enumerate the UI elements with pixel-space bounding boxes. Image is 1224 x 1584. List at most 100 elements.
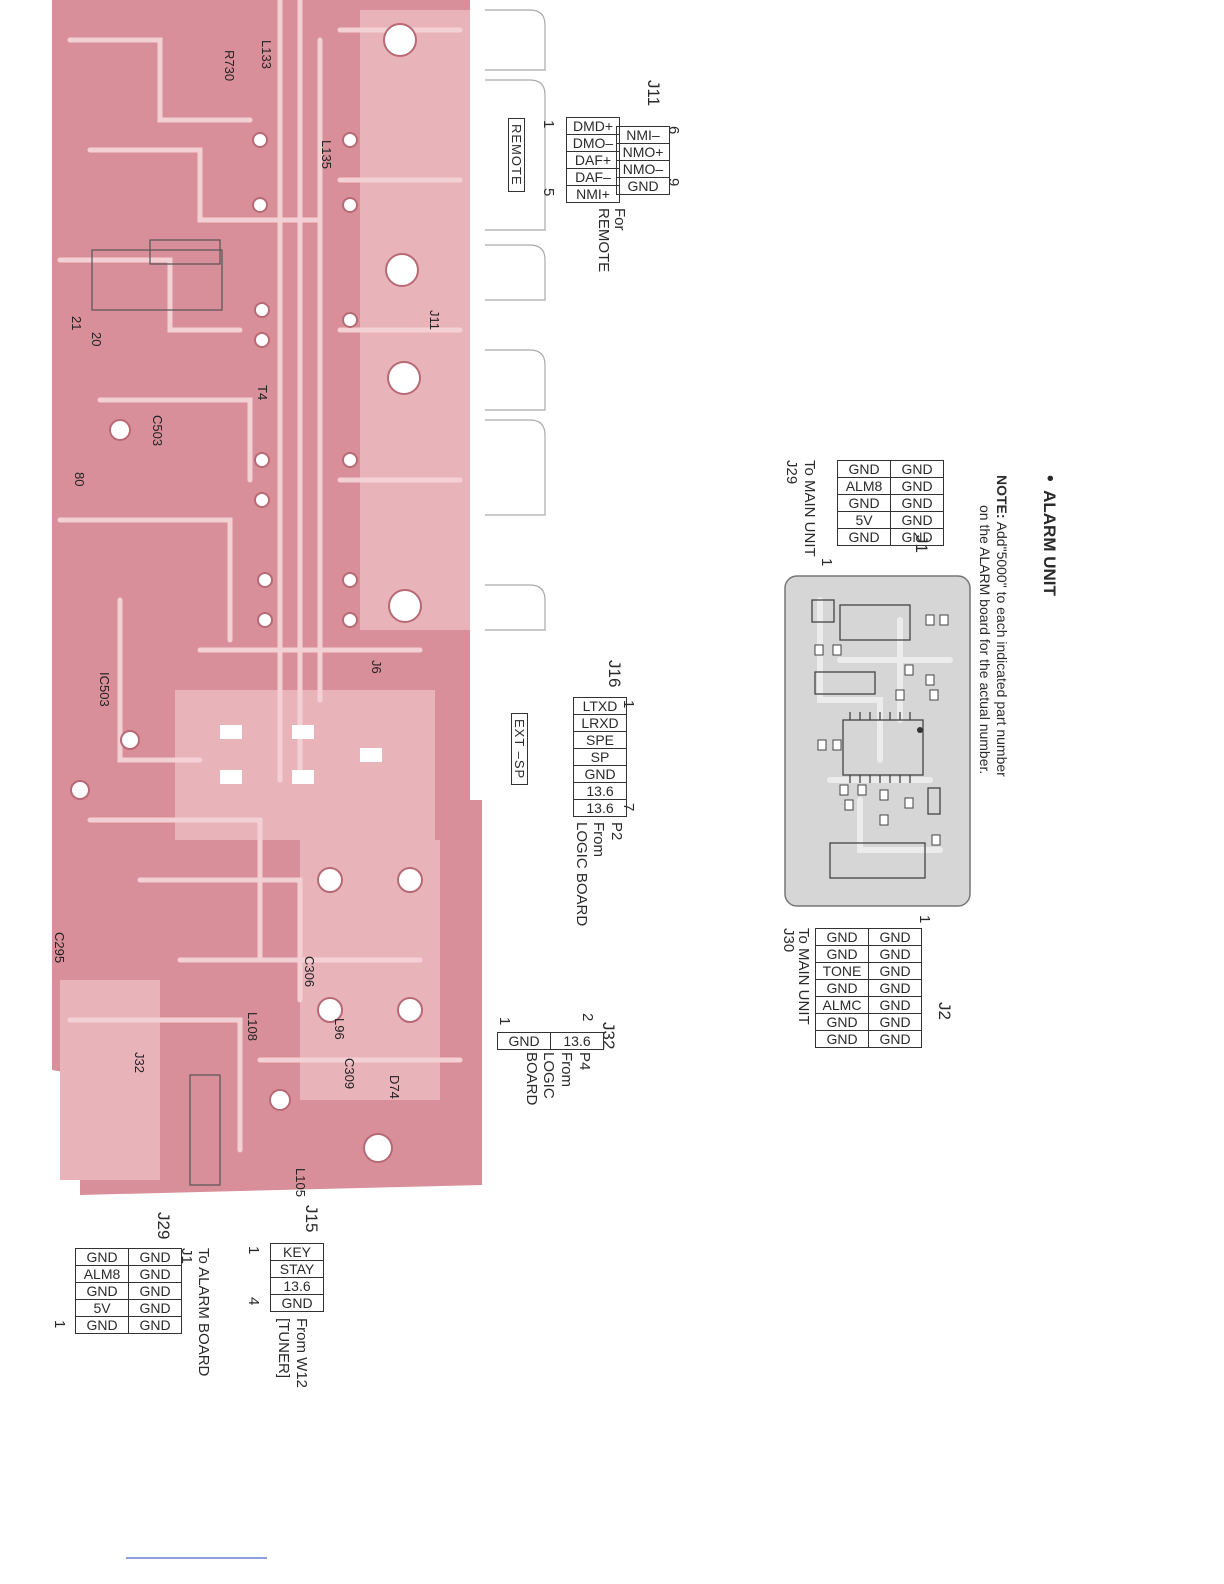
j32-caption-logic: LOGIC — [540, 1052, 557, 1099]
j1-pin-1: 1 — [818, 558, 835, 567]
note-label: NOTE: — [994, 475, 1010, 519]
pin-cell: NMO+ — [616, 143, 670, 161]
alarm-ic-dot — [917, 727, 923, 733]
pcb-label: C295 — [52, 932, 67, 963]
pin-cell: LTXD — [573, 697, 627, 715]
remote-tag: REMOTE — [508, 118, 525, 192]
pin-cell: SPE — [573, 731, 627, 749]
pcb-label: T4 — [255, 385, 270, 400]
j32-pin-1: 1 — [496, 1017, 513, 1026]
pin-cell: 13.6 — [573, 799, 627, 817]
j15-pin-1: 1 — [245, 1246, 262, 1255]
pin-cell: GND — [616, 177, 670, 195]
j2-caption-to-main: To MAIN UNIT — [795, 928, 812, 1025]
j29-caption-to-alarm: To ALARM BOARD — [195, 1248, 212, 1377]
pin-cell: 5V — [75, 1299, 129, 1317]
pcb-label: 20 — [89, 332, 104, 346]
pin-cell: GND — [890, 460, 944, 478]
pin-cell: GND — [837, 494, 891, 512]
pin-cell: NMO– — [616, 160, 670, 178]
pcb-label: 21 — [69, 316, 84, 330]
pin-cell: GND — [868, 928, 922, 946]
pin-cell: GND — [868, 945, 922, 963]
note-line-1: Add"5000" to each indicated part number — [994, 521, 1010, 777]
j32-caption-board: BOARD — [523, 1052, 540, 1106]
pcb-label: L108 — [245, 1012, 260, 1041]
note-block: NOTE: Add"5000" to each indicated part n… — [976, 475, 1010, 777]
pcb-square-pads — [220, 725, 382, 784]
pcb-label: D74 — [387, 1075, 402, 1099]
pcb-label: C309 — [342, 1058, 357, 1089]
pcb-label: J32 — [132, 1052, 147, 1073]
pin-cell: GND — [128, 1248, 182, 1266]
alarm-ic-pins — [849, 712, 911, 783]
pin-cell: GND — [815, 1030, 869, 1048]
j16-caption-p2: P2 — [608, 822, 625, 841]
pin-cell: GND — [75, 1316, 129, 1334]
connector-tabs — [485, 9, 546, 631]
j16-caption-logic-board: LOGIC BOARD — [573, 822, 590, 927]
j32-caption-p4: P4 — [576, 1052, 593, 1071]
pin-cell: GND — [868, 1030, 922, 1048]
pin-cell: ALM8 — [75, 1265, 129, 1283]
pcb-label: J11 — [427, 310, 442, 330]
j32-pin-2: 2 — [579, 1013, 596, 1022]
ext-sp-tag: EXT –SP — [511, 713, 528, 786]
j16-caption-from: From — [590, 822, 607, 857]
pin-cell: TONE — [815, 962, 869, 980]
j16-title: J16 — [605, 660, 624, 688]
pin-cell: DMD+ — [566, 117, 620, 135]
j11-pin-1: 1 — [540, 120, 557, 129]
j15-title: J15 — [302, 1205, 321, 1233]
pcb-label: R730 — [222, 50, 237, 81]
pin-cell: KEY — [270, 1243, 324, 1261]
pin-cell: NMI+ — [566, 185, 620, 203]
j32-pin-cell: GND — [497, 1032, 551, 1050]
pin-cell: STAY — [270, 1260, 324, 1278]
pin-cell: DAF– — [566, 168, 620, 186]
pcb-label: L105 — [293, 1168, 308, 1197]
alarm-smd-parts — [814, 614, 949, 846]
j15-caption-tuner: [TUNER] — [275, 1318, 292, 1378]
pcb-label: L96 — [332, 1018, 347, 1040]
j11-title: J11 — [644, 80, 663, 107]
pin-cell: GND — [573, 765, 627, 783]
pin-cell: 13.6 — [573, 782, 627, 800]
j2-pin-1: 1 — [916, 915, 933, 924]
alarm-board-parts — [811, 599, 941, 879]
pcb-label: C503 — [150, 415, 165, 446]
pin-cell: GND — [890, 528, 944, 546]
pin-cell: GND — [815, 928, 869, 946]
pin-cell: ALM8 — [837, 477, 891, 495]
j11-pin-5: 5 — [540, 188, 557, 197]
alarm-unit-heading: • ALARM UNIT — [1038, 475, 1060, 596]
pin-cell: GND — [128, 1316, 182, 1334]
pin-cell: GND — [868, 1013, 922, 1031]
pcb-traces — [57, 0, 463, 1153]
j11-caption-for: For — [611, 208, 628, 231]
pin-cell: GND — [837, 460, 891, 478]
pcb-label: 80 — [72, 472, 87, 486]
pin-cell: GND — [837, 528, 891, 546]
pin-cell: NMI– — [616, 126, 670, 144]
pin-cell: SP — [573, 748, 627, 766]
pin-cell: GND — [815, 1013, 869, 1031]
pin-cell: GND — [75, 1282, 129, 1300]
pin-cell: 13.6 — [270, 1277, 324, 1295]
pin-cell: GND — [815, 945, 869, 963]
pin-cell: LRXD — [573, 714, 627, 732]
j2-caption-j30: J30 — [780, 928, 797, 953]
j32-pin-cell: 13.6 — [550, 1032, 604, 1050]
note-line-2: on the ALARM board for the actual number… — [977, 505, 993, 775]
pin-cell: 5V — [837, 511, 891, 529]
j29-title: J29 — [154, 1212, 173, 1240]
pin-cell: GND — [890, 494, 944, 512]
j11-connector-b: NMI–NMO+NMO–GND — [616, 126, 670, 195]
pin-cell: GND — [270, 1294, 324, 1312]
j32-connector: GND 13.6 — [497, 1032, 604, 1050]
